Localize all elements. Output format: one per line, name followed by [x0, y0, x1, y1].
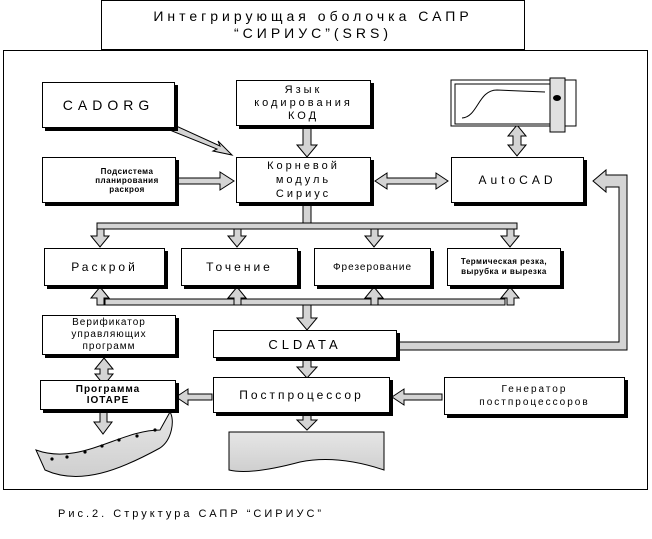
arrow-root-autocad: [374, 172, 449, 190]
arrow-cldata-to-autocad: [398, 168, 628, 351]
arrow-up-raskroy: [89, 286, 111, 306]
arrow-root-to-bus: [302, 203, 312, 226]
title-line-2: “СИРИУС”(SRS): [233, 25, 392, 41]
arrow-bus-to-frezer: [363, 228, 385, 248]
bus-lower: [104, 298, 506, 306]
arrow-bus-to-cldata: [295, 304, 319, 331]
output-tape-icon: [228, 431, 385, 473]
node-frezer: Фрезерование: [314, 248, 431, 286]
arrow-lang-to-root: [295, 126, 319, 158]
node-lang: Язык кодирования КОД: [236, 80, 371, 126]
plot-window-icon: [450, 77, 577, 133]
node-root: Корневой модуль Сириус: [236, 157, 371, 203]
arrow-postproc-to-iotape: [175, 388, 213, 406]
node-cadorg: CADORG: [42, 82, 175, 128]
arrow-autocad-plot: [506, 124, 528, 157]
arrow-up-termo: [499, 286, 521, 306]
arrow-cadorg-to-root: [171, 124, 234, 156]
arrow-postproc-to-tape: [295, 412, 319, 431]
arrow-bus-to-tochenie: [226, 228, 248, 248]
node-raskroy: Раскрой: [44, 248, 165, 286]
node-iotape: Программа IOTAPE: [40, 380, 176, 410]
bus-upper: [96, 222, 518, 230]
node-subsystem: Подсистема планирования раскроя: [42, 157, 176, 203]
node-autocad: AutoCAD: [451, 157, 584, 203]
diagram-frame: [3, 50, 648, 490]
node-tochenie: Точение: [181, 248, 298, 286]
arrow-bus-to-raskroy: [89, 228, 111, 248]
arrow-cldata-to-postproc: [295, 358, 319, 379]
arrow-subsystem-to-root: [177, 171, 235, 191]
node-postproc: Постпроцессор: [213, 377, 390, 413]
title-line-1: Интегрирующая оболочка САПР: [153, 8, 473, 24]
node-generator: Генератор постпроцессоров: [444, 377, 625, 415]
figure-caption: Рис.2. Структура САПР “СИРИУС”: [58, 508, 325, 520]
arrow-iotape-to-tape: [93, 411, 113, 435]
node-termo: Термическая резка, вырубка и вырезка: [447, 248, 561, 286]
punched-tape-icon: [35, 411, 173, 477]
node-verif: Верификатор управляющих программ: [42, 315, 176, 355]
title-box: Интегрирующая оболочка САПР “СИРИУС”(SRS…: [101, 0, 525, 50]
arrow-up-frezer: [363, 286, 385, 306]
arrow-up-tochenie: [226, 286, 248, 306]
node-cldata: CLDATA: [213, 330, 397, 358]
arrow-generator-to-postproc: [391, 388, 443, 406]
arrow-bus-to-termo: [499, 228, 521, 248]
